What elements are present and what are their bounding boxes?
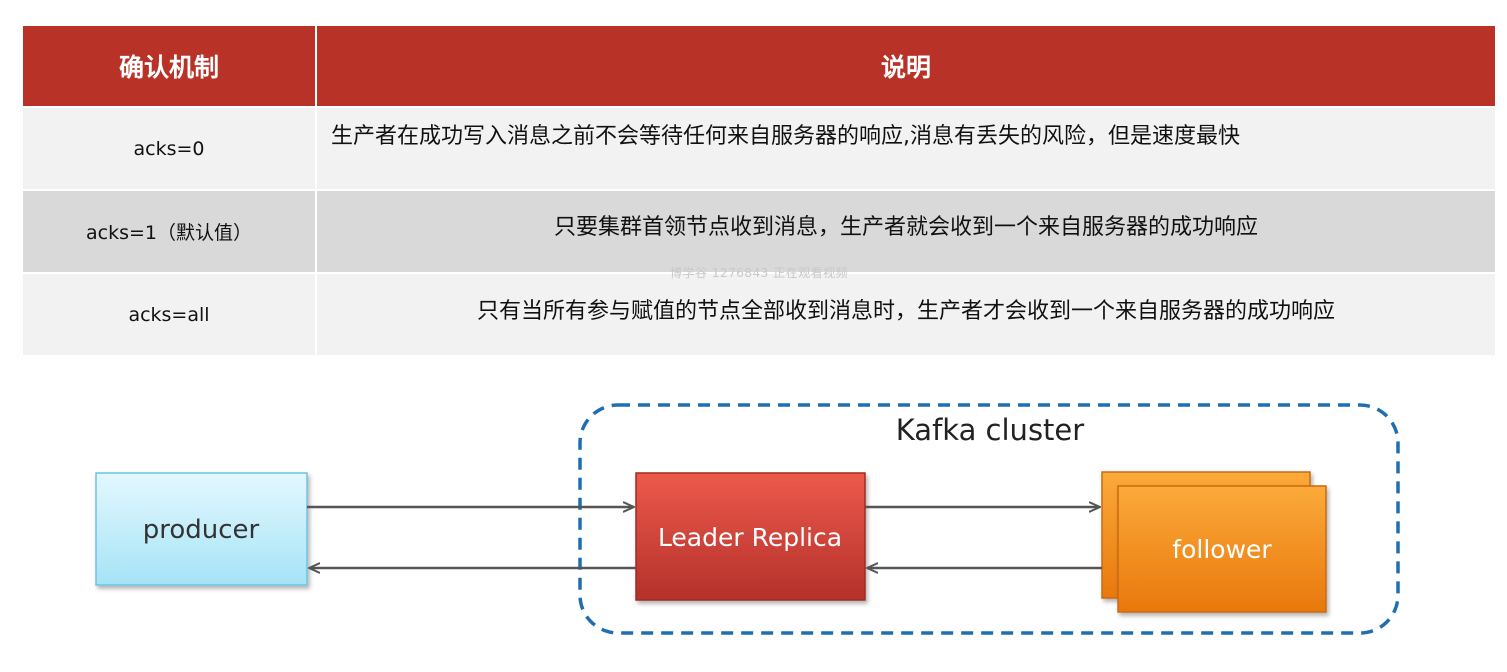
mechanism-cell: acks=1（默认值）	[23, 189, 317, 273]
header-description: 说明	[316, 26, 1495, 107]
header-mechanism: 确认机制	[23, 26, 317, 107]
mechanism-cell: acks=all	[23, 272, 317, 355]
table-header-row: 确认机制 说明	[23, 26, 1495, 107]
follower-label: follower	[1172, 535, 1272, 564]
acks-table: 确认机制 说明 acks=0 生产者在成功写入消息之前不会等待任何来自服务器的响…	[23, 26, 1495, 355]
table-row: acks=all 只有当所有参与赋值的节点全部收到消息时，生产者才会收到一个来自…	[23, 272, 1495, 355]
description-cell: 生产者在成功写入消息之前不会等待任何来自服务器的响应,消息有丢失的风险，但是速度…	[316, 106, 1495, 190]
producer-box: producer	[95, 472, 308, 586]
table-row: acks=0 生产者在成功写入消息之前不会等待任何来自服务器的响应,消息有丢失的…	[23, 106, 1495, 190]
cluster-label: Kafka cluster	[896, 413, 1084, 447]
mechanism-cell: acks=0	[23, 106, 317, 190]
leader-label: Leader Replica	[658, 523, 842, 552]
description-cell: 只有当所有参与赋值的节点全部收到消息时，生产者才会收到一个来自服务器的成功响应	[316, 272, 1495, 355]
producer-label: producer	[143, 515, 260, 545]
table-row: acks=1（默认值） 只要集群首领节点收到消息，生产者就会收到一个来自服务器的…	[23, 189, 1495, 273]
leader-replica-box: Leader Replica	[635, 472, 866, 601]
kafka-cluster-boundary	[578, 403, 1400, 635]
watermark: 博学谷 1276843 正在观看视频	[670, 266, 849, 280]
description-cell: 只要集群首领节点收到消息，生产者就会收到一个来自服务器的成功响应	[316, 189, 1495, 273]
follower-box: follower	[1101, 471, 1327, 613]
